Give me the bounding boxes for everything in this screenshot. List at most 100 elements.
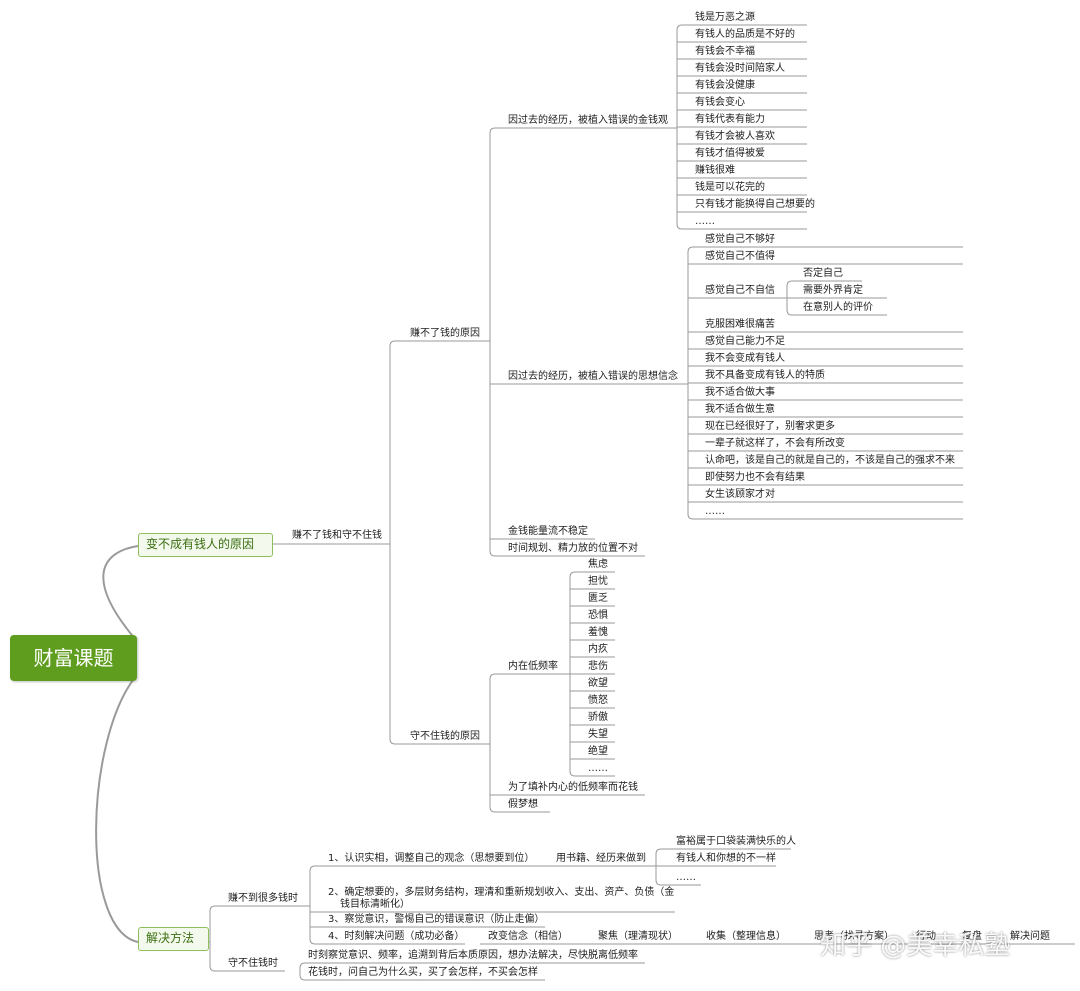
leaf-money-view[interactable]: 有钱才会被人喜欢: [695, 131, 775, 142]
leaf-money-view[interactable]: 有钱会没时间陪家人: [695, 63, 785, 74]
leaf-emotion[interactable]: ……: [588, 763, 608, 774]
chain-item[interactable]: 聚焦（理清现状）: [598, 931, 678, 942]
connector-curve: [569, 770, 576, 777]
connector-curve: [655, 879, 662, 886]
node-fake-dream[interactable]: 假梦想: [508, 799, 538, 810]
leaf-belief[interactable]: 一辈子就这样了，不会有所改变: [705, 438, 845, 449]
leaf-belief[interactable]: 我不适合做生意: [705, 404, 775, 415]
branch-cause-box: [138, 533, 273, 557]
leaf-step1[interactable]: ……: [676, 872, 696, 883]
root-node[interactable]: 财富课题: [10, 635, 137, 681]
connector-curve: [489, 550, 496, 557]
connector-curve: [676, 24, 683, 31]
leaf-emotion[interactable]: 恐惧: [588, 610, 608, 621]
leaf-belief[interactable]: 我不具备变成有钱人的特质: [705, 370, 825, 381]
leaf-money-view[interactable]: 有钱人的品质是不好的: [695, 29, 795, 40]
branch-solution-box: [138, 927, 209, 951]
leaf-step1[interactable]: 富裕属于口袋装满快乐的人: [676, 836, 796, 847]
leaf-belief[interactable]: 感觉自己不自信: [705, 285, 775, 296]
node-beliefs[interactable]: 因过去的经历，被植入错误的思想信念: [508, 371, 678, 382]
leaf-belief[interactable]: ……: [705, 506, 725, 517]
leaf-keep[interactable]: 时刻察觉意识、频率，追溯到背后本质原因，想办法解决，尽快脱离低频率: [308, 950, 638, 961]
leaf-belief[interactable]: 我不会变成有钱人: [705, 353, 785, 364]
connector-curve: [299, 974, 306, 981]
connector-curve: [676, 223, 683, 230]
leaf-emotion[interactable]: 失望: [588, 729, 608, 740]
leaf-money-view[interactable]: ……: [695, 216, 715, 227]
node-step3[interactable]: 3、察觉意识，警惕自己的错误意识（防止走偏）: [328, 914, 545, 925]
connector-curve: [569, 571, 576, 578]
leaf-money-view[interactable]: 有钱会没健康: [695, 80, 755, 91]
node-energy[interactable]: 金钱能量流不稳定: [508, 526, 588, 537]
leaf-money-view[interactable]: 赚钱很难: [695, 165, 735, 176]
leaf-belief[interactable]: 我不适合做大事: [705, 387, 775, 398]
leaf-money-view[interactable]: 有钱代表有能力: [695, 114, 765, 125]
node-keep[interactable]: 守不住钱时: [228, 958, 278, 969]
leaf-emotion[interactable]: 悲伤: [588, 661, 608, 672]
connector-curve: [655, 848, 662, 855]
node-earn-more[interactable]: 赚不到很多钱时: [228, 893, 298, 904]
leaf-belief[interactable]: 即使努力也不会有结果: [705, 472, 805, 483]
node-step4[interactable]: 4、时刻解决问题（成功必备）: [328, 931, 465, 942]
connector-curve: [309, 865, 316, 872]
leaf-emotion[interactable]: 骄傲: [588, 712, 608, 723]
leaf-belief[interactable]: 认命吧，该是自己的就是自己的，不该是自己的强求不来: [705, 455, 955, 466]
node-step2[interactable]: 2、确定想要的，多层财务结构，理清和重新规划收入、支出、资产、负债（金: [328, 887, 675, 898]
leaf-money-view[interactable]: 有钱才值得被爱: [695, 148, 765, 159]
connector-curve: [95, 675, 139, 943]
branch-solution[interactable]: 解决方法: [146, 931, 195, 945]
leaf-emotion[interactable]: 欲望: [588, 678, 608, 689]
chain-item[interactable]: 解决问题: [1010, 931, 1050, 942]
node-cannot-earn[interactable]: 赚不了钱的原因: [410, 328, 480, 339]
node-step2-cont: 钱目标清晰化）: [340, 899, 410, 910]
node-time[interactable]: 时间规划、精力放的位置不对: [508, 543, 638, 554]
chain-item[interactable]: 思考（找寻方案）: [814, 931, 894, 942]
leaf-money-view[interactable]: 钱是可以花完的: [695, 182, 765, 193]
leaf-confidence[interactable]: 需要外界肯定: [803, 285, 863, 296]
leaf-emotion[interactable]: 羞愧: [588, 627, 608, 638]
leaf-step1[interactable]: 有钱人和你想的不一样: [676, 853, 776, 864]
leaf-belief[interactable]: 现在已经很好了，别奢求更多: [705, 421, 835, 432]
connector-curve: [489, 673, 496, 680]
leaf-belief[interactable]: 感觉自己不值得: [705, 251, 775, 262]
leaf-money-view[interactable]: 有钱会不幸福: [695, 46, 755, 57]
node-cause-summary[interactable]: 赚不了钱和守不住钱: [292, 530, 382, 541]
node-compensate[interactable]: 为了填补内心的低频率而花钱: [508, 782, 638, 793]
leaf-emotion[interactable]: 焦虑: [588, 559, 608, 570]
connector-curve: [102, 545, 139, 641]
leaf-money-view[interactable]: 有钱会变心: [695, 97, 745, 108]
leaf-money-view[interactable]: 钱是万恶之源: [695, 12, 755, 23]
connector-curve: [389, 738, 396, 745]
leaf-belief[interactable]: 女生该顾家才对: [705, 489, 775, 500]
leaf-belief[interactable]: 克服困难很痛苦: [705, 319, 775, 330]
connector-curve: [209, 965, 216, 972]
chain-item[interactable]: 复盘: [962, 931, 982, 942]
watermark: 知乎 @美幸私塾: [820, 931, 1011, 961]
leaf-emotion[interactable]: 内疚: [588, 644, 608, 655]
chain-item[interactable]: 改变信念（相信）: [488, 931, 568, 942]
connector-curve: [309, 938, 316, 945]
leaf-belief[interactable]: 感觉自己不够好: [705, 234, 775, 245]
leaf-belief[interactable]: 感觉自己能力不足: [705, 336, 785, 347]
connector-curve: [786, 280, 793, 287]
leaf-confidence[interactable]: 否定自己: [803, 268, 843, 279]
leaf-emotion[interactable]: 匮乏: [588, 593, 608, 604]
node-cannot-keep[interactable]: 守不住钱的原因: [410, 731, 480, 742]
node-step1[interactable]: 1、认识实相，调整自己的观念（思想要到位）: [328, 853, 535, 864]
connector-curve: [209, 905, 216, 912]
leaf-confidence[interactable]: 在意别人的评价: [803, 302, 873, 313]
leaf-emotion[interactable]: 绝望: [588, 746, 608, 757]
chain-item[interactable]: 行动: [916, 931, 936, 942]
branch-cause[interactable]: 变不成有钱人的原因: [146, 537, 255, 551]
connector-curve: [687, 246, 694, 253]
leaf-emotion[interactable]: 担忧: [588, 576, 608, 587]
node-money-view[interactable]: 因过去的经历，被植入错误的金钱观: [508, 115, 668, 126]
node-low-frequency[interactable]: 内在低频率: [508, 661, 558, 672]
chain-item[interactable]: 收集（整理信息）: [706, 931, 786, 942]
node-step1-via[interactable]: 用书籍、经历来做到: [556, 853, 646, 864]
leaf-money-view[interactable]: 只有钱才能换得自己想要的: [695, 199, 815, 210]
leaf-emotion[interactable]: 愤怒: [588, 695, 608, 706]
connector-curve: [489, 806, 496, 813]
leaf-keep[interactable]: 花钱时，问自己为什么买，买了会怎样，不买会怎样: [308, 967, 538, 978]
